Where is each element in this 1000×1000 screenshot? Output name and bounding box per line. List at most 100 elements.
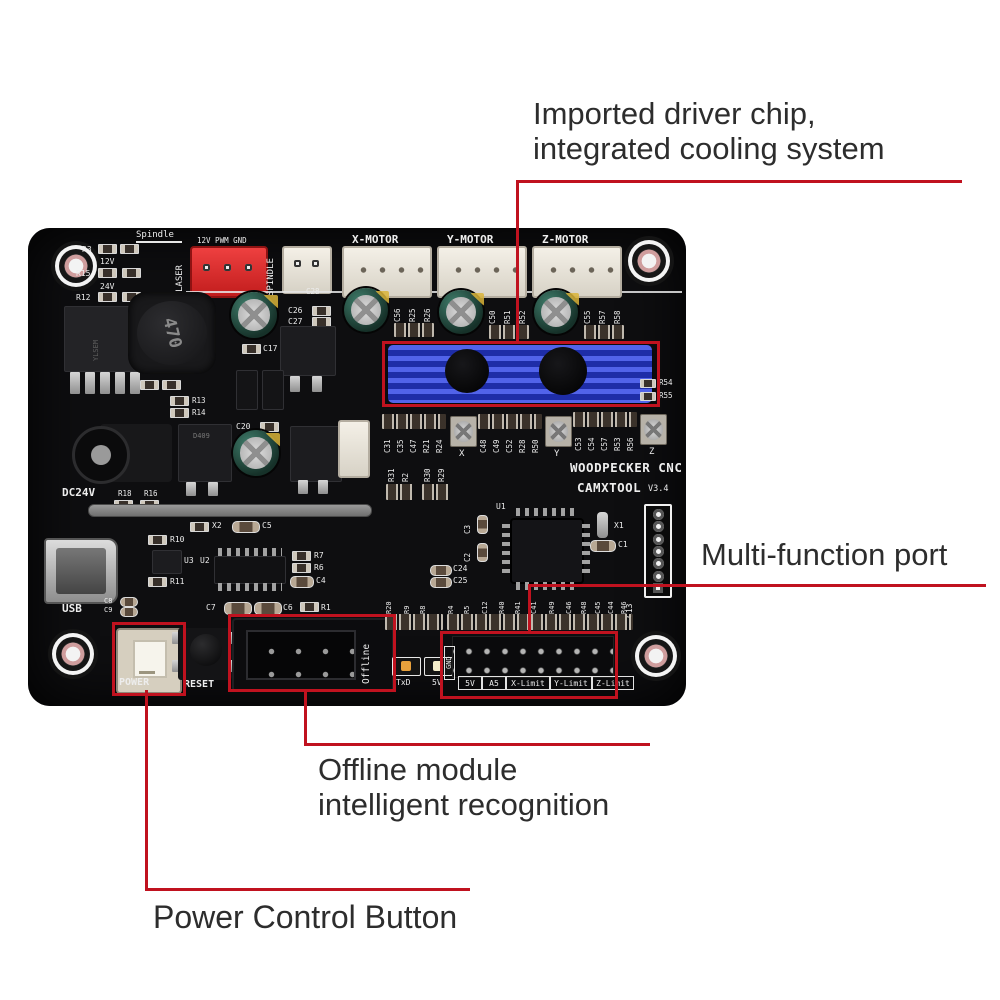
silk-ref: C31: [383, 439, 392, 453]
silk-laser: LASER: [175, 264, 185, 292]
silk-c6: C6: [283, 603, 293, 612]
board-brand: WOODPECKER CNC: [570, 460, 683, 475]
electrolytic-capacitor: [534, 290, 579, 334]
silk-ref: C47: [409, 439, 418, 453]
silk-ref: R51: [503, 310, 512, 324]
trimmer-pot-x: [450, 416, 477, 447]
silk-ref: R52: [518, 310, 527, 324]
smd-resistor: [292, 551, 311, 561]
silk-c17: C17: [263, 344, 278, 353]
heatsink-pad: [539, 347, 587, 395]
connector-pin: [245, 264, 252, 271]
callout-driver-line-v: [516, 180, 519, 343]
silk-ref: R31: [387, 468, 396, 482]
callout-power-line-v: [145, 690, 148, 891]
connector-pins: [350, 262, 424, 276]
power-button: [133, 640, 167, 678]
trimmer-pot-z: [640, 414, 667, 445]
silk-ref: R40: [498, 601, 506, 614]
reset-button: [190, 634, 222, 666]
button-leg: [172, 660, 180, 672]
y-motor-connector: [437, 246, 527, 298]
silk-ref: R9: [403, 605, 411, 614]
silk-r12: R12: [76, 293, 91, 302]
capacitor: [120, 597, 138, 607]
chip-u3: [152, 550, 182, 574]
silk-ref: R46: [620, 601, 628, 614]
silk-r14: R14: [192, 408, 206, 417]
smd-resistor: [300, 602, 319, 612]
capacitor: [477, 515, 488, 534]
silk-ref: C54: [587, 437, 596, 451]
silk-ref: R58: [613, 310, 622, 324]
silk-ref: R53: [613, 437, 622, 451]
mcu-chip: [510, 518, 584, 584]
multi-function-header: [452, 636, 614, 678]
chip-leg: [70, 372, 80, 394]
silk-ref: C55: [583, 310, 592, 324]
silk-trim-x: X: [459, 449, 465, 459]
z-motor-connector: [532, 246, 622, 298]
header-label-row: 5V A5 X-Limit Y-Limit Z-Limit: [458, 676, 634, 690]
silk-ref: C35: [396, 439, 405, 453]
silk-ref: C45: [594, 601, 602, 614]
callout-power-line-h: [145, 888, 470, 891]
callout-offline-line-h: [304, 743, 650, 746]
silk-y-motor: Y-MOTOR: [447, 233, 494, 246]
port-hole: [652, 570, 664, 582]
silk-ref: C56: [393, 308, 402, 322]
silk-r1: R1: [321, 603, 331, 612]
callout-driver-line-h: [516, 180, 962, 183]
silk-r18: R18: [118, 489, 132, 498]
silk-ref: C50: [488, 310, 497, 324]
silk-r11: R11: [170, 577, 185, 586]
laser-connector: [190, 246, 268, 298]
silk-ref: R25: [408, 308, 417, 322]
silk-ref: R24: [435, 439, 444, 453]
smd-resistor: [98, 292, 117, 302]
silk-txd: TxD: [396, 678, 411, 687]
smd-resistor: [170, 396, 189, 406]
smd-cluster: [573, 412, 637, 427]
silk-ref: C46: [565, 601, 573, 614]
silk-ref: C53: [574, 437, 583, 451]
silk-trim-y: Y: [554, 449, 560, 459]
smd-resistor: [170, 408, 189, 418]
silk-c4: C4: [316, 576, 326, 585]
silk-dc24v: DC24V: [62, 486, 96, 499]
capacitor: [590, 540, 616, 552]
silk-ref: R21: [422, 439, 431, 453]
chip-leg: [298, 480, 308, 494]
silk-c26: C26: [288, 306, 303, 315]
transistor: [236, 370, 258, 410]
silk-c25: C25: [453, 576, 468, 585]
board-model: CAMXTOOL: [577, 480, 642, 495]
callout-offline-line1: Offline module: [318, 752, 518, 787]
smd-resistor: [162, 380, 181, 390]
callout-heatsink-box: [382, 341, 660, 407]
electrolytic-capacitor: [439, 290, 484, 334]
callout-driver-chip-text: Imported driver chip, integrated cooling…: [533, 96, 885, 166]
silk-ref: R26: [423, 308, 432, 322]
silk-spindle: SPINDLE: [266, 258, 276, 296]
smd-resistor: [148, 535, 167, 545]
silk-header-5v: 5V: [458, 676, 482, 690]
silk-c24: C24: [453, 564, 468, 573]
smd-resistor: [292, 563, 311, 573]
port-hole: [652, 533, 664, 545]
silk-r54: R54: [659, 378, 673, 387]
chip-leg: [85, 372, 95, 394]
callout-offline-line-v: [304, 689, 307, 746]
connector-pin: [294, 260, 301, 267]
silk-header-xlimit: X-Limit: [506, 676, 550, 690]
callout-port-box: [440, 631, 618, 699]
chip-leg: [186, 482, 196, 496]
callout-driver-line2: integrated cooling system: [533, 131, 885, 166]
silk-c27: C27: [288, 317, 303, 326]
chip-pins: [218, 583, 282, 591]
callout-port-line-v: [528, 584, 531, 631]
silk-r13: R13: [192, 396, 206, 405]
port-hole: [652, 558, 664, 570]
smd-cluster: [447, 614, 633, 630]
silk-underline: [136, 241, 182, 243]
